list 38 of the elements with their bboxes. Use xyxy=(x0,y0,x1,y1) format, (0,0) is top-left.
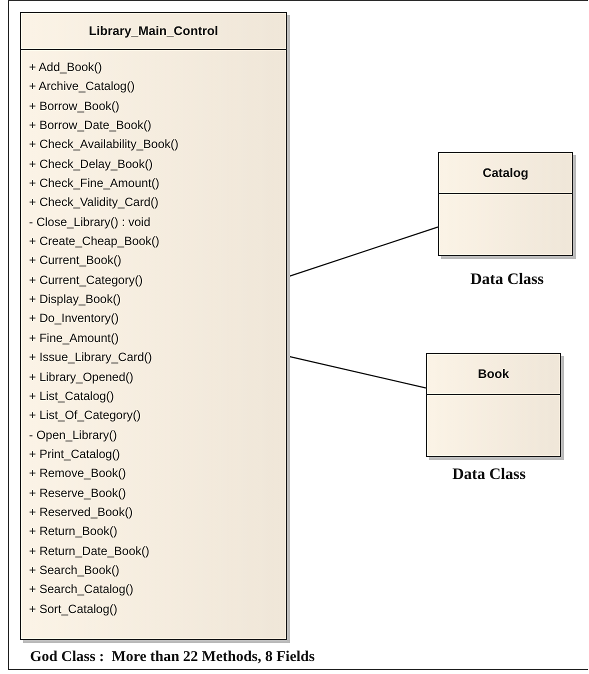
method-signature: + Search_Catalog() xyxy=(29,581,134,598)
method-signature: + Current_Book() xyxy=(29,252,122,270)
method-signature: + Check_Validity_Card() xyxy=(29,194,160,212)
class-box xyxy=(426,353,561,457)
method-signature: + Search_Book() xyxy=(29,562,120,579)
method-signature: + Reserve_Book() xyxy=(29,484,128,502)
class-name: Catalog xyxy=(482,166,528,180)
method-signature: + Borrow_Book() xyxy=(29,98,120,115)
method-signature: + Current_Category() xyxy=(29,272,144,289)
caption: God Class : More than 22 Methods, 8 Fields xyxy=(30,649,315,666)
method-signature: + Check_Fine_Amount() xyxy=(29,175,160,192)
class-box xyxy=(20,12,287,640)
method-signature: + Return_Book() xyxy=(29,523,118,540)
method-signature: + Check_Delay_Book() xyxy=(29,156,154,173)
method-signature: + Display_Book() xyxy=(29,291,122,308)
method-signature: + Issue_Library_Card() xyxy=(29,349,154,366)
stereotype-caption: Data Class xyxy=(452,466,526,484)
method-signature: - Close_Library() : void xyxy=(29,214,152,231)
method-signature: + Print_Catalog() xyxy=(29,446,122,463)
method-signature: + Sort_Catalog() xyxy=(29,600,118,618)
class-name: Book xyxy=(478,367,510,381)
class-box xyxy=(438,152,573,256)
method-signature: + Create_Cheap_Book() xyxy=(29,233,160,250)
stereotype-caption: Data Class xyxy=(470,271,544,289)
method-signature: + Reserved_Book() xyxy=(29,504,134,521)
method-signature: + Borrow_Date_Book() xyxy=(29,117,152,134)
method-signature: + List_Catalog() xyxy=(29,388,116,405)
method-signature: + Return_Date_Book() xyxy=(29,542,150,560)
method-signature: - Open_Library() xyxy=(29,426,118,444)
method-signature: + Fine_Amount() xyxy=(29,330,120,347)
method-signature: + Check_Availability_Book() xyxy=(29,136,180,154)
method-signature: + Remove_Book() xyxy=(29,465,128,482)
method-signature: + Archive_Catalog() xyxy=(29,78,136,96)
method-signature: + Add_Book() xyxy=(29,59,104,76)
class-name: Library_Main_Control xyxy=(88,24,218,38)
method-signature: + Do_Inventory() xyxy=(29,310,120,328)
method-signature: + List_Of_Category() xyxy=(29,407,142,424)
method-signature: + Library_Opened() xyxy=(29,368,134,386)
